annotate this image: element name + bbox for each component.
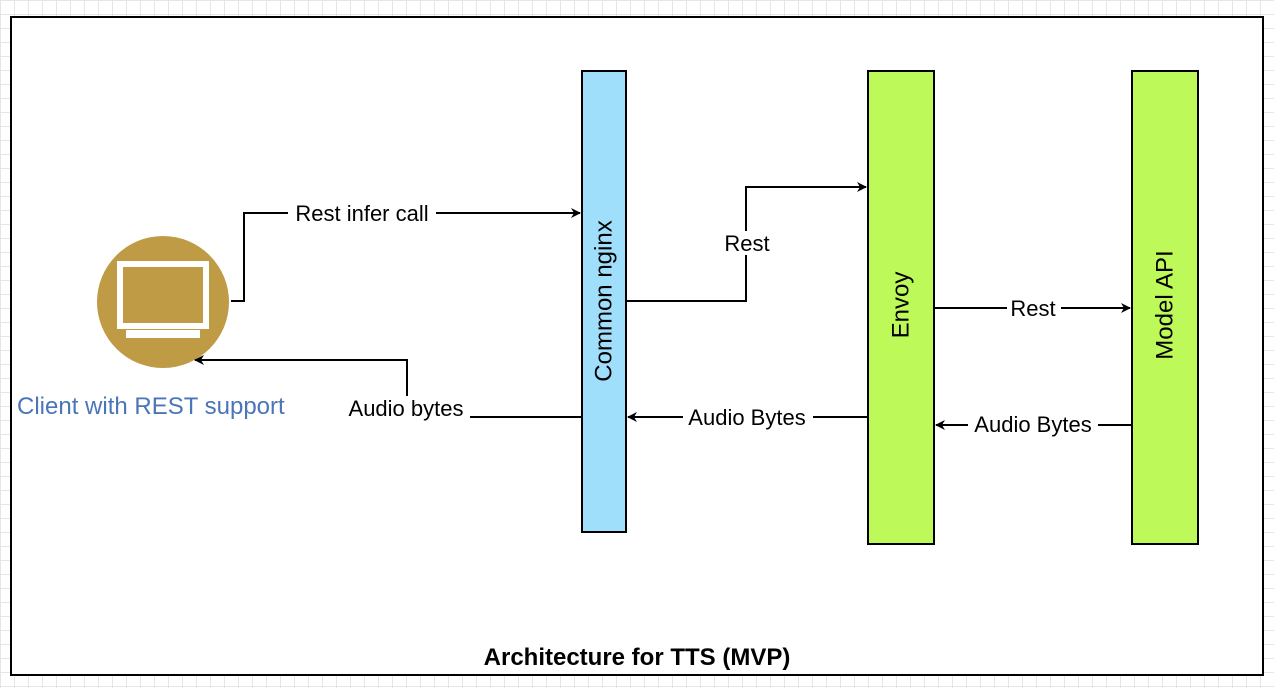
nginx-box [581,70,627,533]
envoy-node[interactable]: Envoy [867,70,935,545]
edge-model-to-envoy: Audio Bytes [935,412,1132,437]
edge-envoy-to-nginx: Audio Bytes [627,405,868,430]
edge-label-audio-bytes-client: Audio bytes [349,396,464,421]
client-label: Client with REST support [17,393,285,420]
client-node[interactable] [97,236,229,368]
nginx-node[interactable]: Common nginx [581,70,627,533]
edge-client-to-nginx: Rest infer call [231,201,581,302]
envoy-label: Envoy [888,272,915,339]
edge-envoy-to-model: Rest [934,296,1131,321]
diagram-frame [10,16,1264,676]
model-api-node[interactable]: Model API [1131,70,1199,545]
edge-label-rest-infer-call: Rest infer call [295,201,428,226]
edge-label-rest-envoy: Rest [724,231,769,256]
edge-label-audio-bytes-envoy: Audio Bytes [974,412,1091,437]
nginx-label: Common nginx [591,220,618,381]
edge-nginx-to-client: Audio bytes [194,355,582,421]
model-api-label: Model API [1152,250,1179,359]
diagram-title: Architecture for TTS (MVP) [484,644,791,671]
edge-label-rest-model: Rest [1010,296,1055,321]
monitor-icon [117,261,209,338]
client-circle [97,236,229,368]
edge-label-audio-bytes-nginx: Audio Bytes [688,405,805,430]
edge-nginx-to-envoy: Rest [626,182,867,302]
model-api-box [1131,70,1199,545]
